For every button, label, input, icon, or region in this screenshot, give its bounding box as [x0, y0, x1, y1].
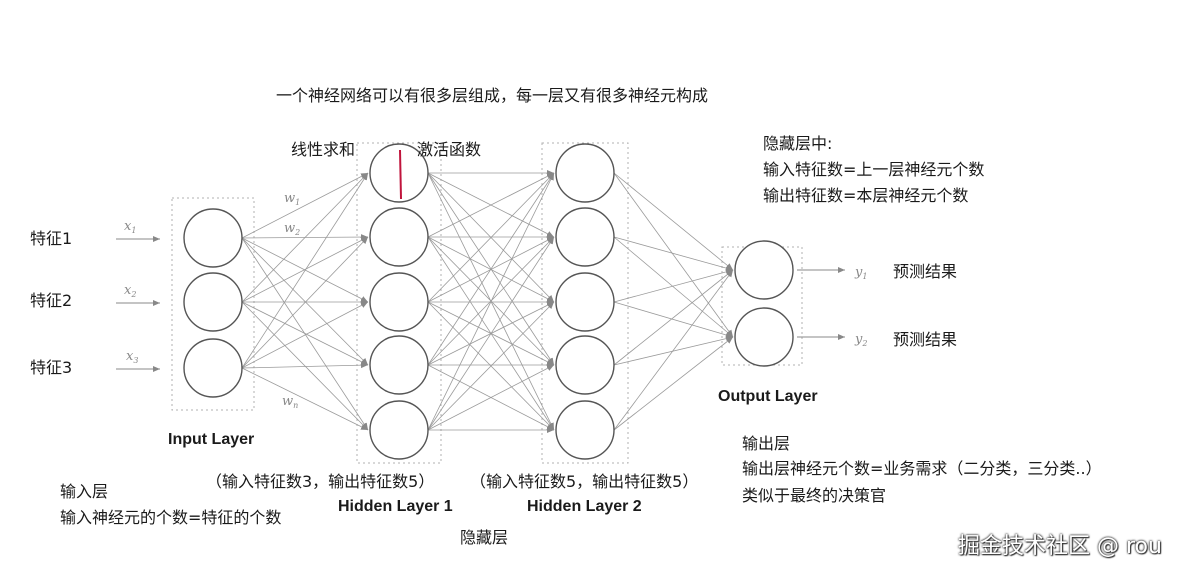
edge-l1-2-4	[241, 301, 369, 366]
hidden-layer-1-note: （输入特征数3，输出特征数5）	[206, 472, 435, 491]
neuron-l3-1	[555, 143, 615, 203]
neuron-l2-5	[369, 400, 429, 460]
neuron-l2-1	[369, 143, 429, 203]
connection-edges	[241, 170, 734, 433]
neuron-l2-3	[369, 272, 429, 332]
input-symbol-3: x3	[126, 349, 138, 365]
hidden-layer-1-title: Hidden Layer 1	[338, 498, 453, 515]
edge-l2-5-3	[427, 301, 555, 431]
edge-l3-2-1	[613, 236, 734, 272]
output-note-line1: 输出层	[742, 434, 791, 453]
edge-l1-3-3	[241, 301, 369, 369]
edge-l3-1-2	[613, 172, 734, 338]
edge-l1-1-4	[241, 237, 369, 366]
edge-l1-2-2	[241, 236, 369, 303]
edge-l2-5-1	[427, 172, 555, 431]
watermark: 掘金技术社区 @ rou	[958, 534, 1162, 559]
edge-l2-5-4	[427, 364, 555, 431]
output-symbol-2: y2	[854, 332, 867, 348]
output-symbol-1: y1	[854, 265, 867, 281]
hidden-note-line3: 输出特征数=本层神经元个数	[763, 186, 969, 205]
neuron-l3-3	[555, 272, 615, 332]
diagram-caption: 一个神经网络可以有很多层组成，每一层又有很多神经元构成	[276, 86, 709, 105]
edge-l3-4-2	[613, 335, 734, 366]
neuron-l1-1	[183, 208, 243, 268]
prediction-label-2: 预测结果	[893, 330, 958, 349]
edge-l3-5-1	[613, 269, 734, 431]
neurons	[183, 143, 794, 460]
neuron-l2-4	[369, 335, 429, 395]
edge-l3-2-2	[613, 236, 734, 338]
prediction-label-1: 预测结果	[893, 262, 958, 281]
input-note-line1: 输入层	[60, 482, 109, 501]
edge-l1-1-5	[241, 237, 369, 431]
linear-sum-label: 线性求和	[291, 140, 356, 159]
activation-divider	[399, 149, 402, 200]
neuron-l2-2	[369, 207, 429, 267]
layer-boxes	[171, 142, 803, 464]
input-symbol-2: x2	[124, 283, 136, 299]
weight-symbol-1: w1	[284, 191, 300, 207]
hidden-layer-caption: 隐藏层	[460, 528, 509, 547]
layer-box-3	[541, 142, 629, 464]
neuron-l1-3	[183, 338, 243, 398]
edge-l1-1-1	[241, 172, 369, 239]
edge-l2-5-2	[427, 236, 555, 431]
hidden-note-line2: 输入特征数=上一层神经元个数	[763, 160, 985, 179]
edge-l1-2-1	[241, 172, 369, 303]
neuron-l1-2	[183, 272, 243, 332]
input-layer-title: Input Layer	[168, 431, 255, 448]
layer-box-2	[356, 142, 442, 464]
feature-label-3: 特征3	[30, 358, 73, 377]
edge-l1-2-5	[241, 301, 369, 431]
edge-l1-3-5	[241, 367, 369, 431]
hidden-layer-2-note: （输入特征数5，输出特征数5）	[470, 472, 699, 491]
activation-label: 激活函数	[417, 140, 482, 159]
neuron-l3-2	[555, 207, 615, 267]
neuron-l4-1	[734, 240, 794, 300]
hidden-note-line1: 隐藏层中:	[763, 134, 833, 153]
neuron-l4-2	[734, 307, 794, 367]
weight-symbol-2: w2	[284, 221, 300, 237]
edge-l1-3-1	[241, 172, 369, 369]
output-layer-title: Output Layer	[718, 388, 818, 405]
edge-l2-2-1	[427, 172, 555, 238]
edge-l3-1-1	[613, 172, 734, 271]
neuron-l3-4	[555, 335, 615, 395]
weight-symbol-3: wn	[282, 394, 298, 410]
neuron-l3-5	[555, 400, 615, 460]
edge-l2-4-1	[427, 172, 555, 366]
feature-label-1: 特征1	[30, 229, 73, 248]
edge-l2-3-1	[427, 172, 555, 303]
hidden-layer-2-title: Hidden Layer 2	[527, 498, 642, 515]
edge-l3-5-2	[613, 336, 734, 431]
edge-l1-3-2	[241, 236, 369, 369]
edge-l3-4-1	[613, 269, 734, 366]
io-arrows	[116, 236, 845, 372]
edge-l1-3-4	[241, 362, 369, 369]
edge-l3-3-2	[613, 301, 734, 338]
output-note-line2: 输出层神经元个数=业务需求（二分类，三分类..）	[742, 459, 1102, 478]
output-note-line3: 类似于最终的决策官	[742, 486, 887, 505]
input-note-line2: 输入神经元的个数=特征的个数	[60, 508, 282, 527]
feature-label-2: 特征2	[30, 291, 73, 310]
input-symbol-1: x1	[124, 219, 136, 235]
edge-l3-3-1	[613, 268, 734, 303]
layer-box-1	[171, 197, 255, 411]
